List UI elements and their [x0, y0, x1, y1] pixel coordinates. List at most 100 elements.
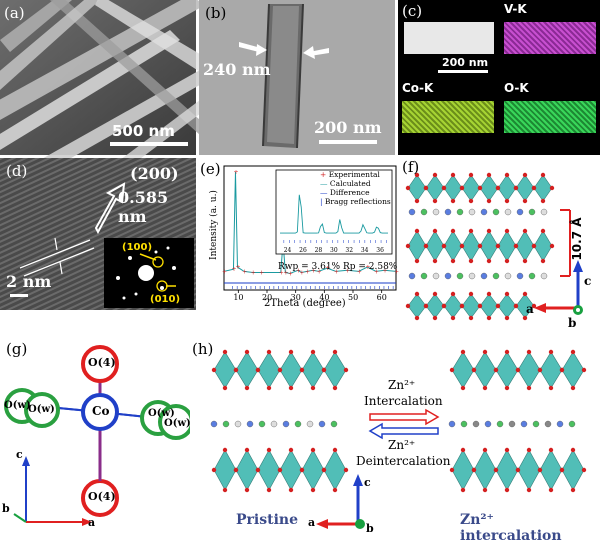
panel-g-coordination: (g) O(4) O(w) O(w) Co O(w) O(w) O(4) c b…: [0, 336, 194, 535]
oxygen-atom: [449, 367, 455, 373]
oxygen-atom: [531, 303, 537, 309]
oxygen-atom: [244, 487, 250, 493]
map-co-k-label: Co-K: [402, 81, 434, 95]
x-tick-label: 40: [319, 293, 329, 302]
octahedron: [425, 230, 445, 262]
tem-image: [199, 0, 395, 155]
data-point: +: [345, 267, 350, 274]
octahedron: [515, 174, 535, 202]
deintercalation-arrow: [368, 422, 439, 440]
oxygen-atom: [468, 198, 474, 204]
saed-spot-010: (010): [150, 294, 181, 305]
scale-bar-label: 200 nm: [442, 56, 489, 69]
oxygen-atom: [299, 367, 305, 373]
octahedron: [213, 449, 237, 491]
octahedron: [443, 230, 463, 262]
panel-d-hrtem: (d) (200) 0.585 nm 2 nm (100) (010): [0, 158, 196, 310]
octahedron: [495, 449, 519, 491]
octahedron: [539, 449, 563, 491]
octahedron: [495, 351, 519, 389]
octahedron: [301, 449, 325, 491]
interlayer-ion: [330, 420, 338, 428]
interlayer-ion: [528, 208, 536, 216]
oxygen-atom: [441, 303, 447, 309]
atom-label-ow-1: O(w): [4, 400, 31, 411]
oxygen-atom: [522, 258, 528, 264]
oxygen-atom: [540, 198, 546, 204]
interlayer-ion: [480, 208, 488, 216]
octahedron: [257, 449, 281, 491]
octahedron: [257, 351, 281, 389]
oxygen-atom: [321, 467, 327, 473]
octahedron: [235, 351, 259, 389]
oxygen-atom: [559, 367, 565, 373]
data-point: +: [305, 268, 310, 275]
interlayer-ion: [516, 208, 524, 216]
oxygen-atom: [414, 228, 420, 234]
plane-label: (200): [130, 164, 179, 183]
oxygen-atom: [414, 172, 420, 178]
interlayer-ion: [528, 272, 536, 280]
interlayer-ion: [408, 272, 416, 280]
oxygen-atom: [486, 198, 492, 204]
atom-label-o4-top: O(4): [88, 356, 116, 369]
interlayer-ion: [282, 420, 290, 428]
data-point: +: [279, 269, 284, 276]
data-point: +: [394, 268, 399, 275]
legend-difference: — Difference: [320, 188, 370, 197]
data-point: +: [296, 267, 301, 274]
oxygen-atom: [288, 447, 294, 453]
scale-bar: [319, 140, 377, 144]
oxygen-atom: [432, 291, 438, 297]
octahedron: [533, 230, 553, 262]
data-point: +: [374, 268, 379, 275]
data-point: +: [251, 269, 256, 276]
interlayer-ion: [420, 272, 428, 280]
octahedron: [213, 351, 237, 389]
interlayer-ion: [432, 208, 440, 216]
oxygen-atom: [310, 385, 316, 391]
panel-h-intercalation: (h) Zn²⁺ Intercalation Zn²⁺ Deintercalat…: [190, 336, 600, 544]
x-tick-label: 30: [291, 293, 301, 302]
oxygen-atom: [233, 367, 239, 373]
oxygen-atom: [504, 228, 510, 234]
oxygen-atom: [310, 349, 316, 355]
oxygen-atom: [414, 198, 420, 204]
oxygen-atom: [244, 385, 250, 391]
oxygen-atom: [540, 258, 546, 264]
oxygen-atom: [531, 185, 537, 191]
octahedron: [473, 449, 497, 491]
oxygen-atom: [493, 467, 499, 473]
oxygen-atom: [477, 185, 483, 191]
oxygen-atom: [414, 258, 420, 264]
map-v-k-label: V-K: [504, 2, 527, 16]
oxygen-atom: [504, 315, 510, 321]
oxygen-atom: [459, 303, 465, 309]
oxygen-atom: [477, 243, 483, 249]
interlayer-ion: [492, 272, 500, 280]
layered-structure: [405, 172, 583, 321]
octahedron: [517, 351, 541, 389]
legend-calculated: — Calculated: [320, 179, 371, 188]
interlayer-ion: [306, 420, 314, 428]
atom-label-ow-3: O(w): [148, 408, 175, 419]
oxygen-atom: [343, 467, 349, 473]
oxygen-atom: [486, 258, 492, 264]
data-point: +: [325, 265, 330, 272]
axis-c-label: c: [16, 448, 23, 461]
panel-e-xrd: (e) ++++++++++++++++++++++++ 10203040506…: [196, 158, 400, 312]
x-tick-label: 20: [262, 293, 272, 302]
oxygen-atom: [477, 303, 483, 309]
oxygen-atom: [450, 172, 456, 178]
interlayer-ion: [484, 420, 492, 428]
oxygen-atom: [548, 349, 554, 355]
oxygen-atom: [570, 385, 576, 391]
oxygen-atom: [321, 367, 327, 373]
oxygen-atom: [423, 185, 429, 191]
oxygen-atom: [432, 258, 438, 264]
panel-a-label: (a): [4, 4, 25, 22]
scale-bar: [438, 70, 488, 73]
interlayer-ion: [408, 208, 416, 216]
oxygen-atom: [222, 447, 228, 453]
oxygen-atom: [581, 367, 587, 373]
